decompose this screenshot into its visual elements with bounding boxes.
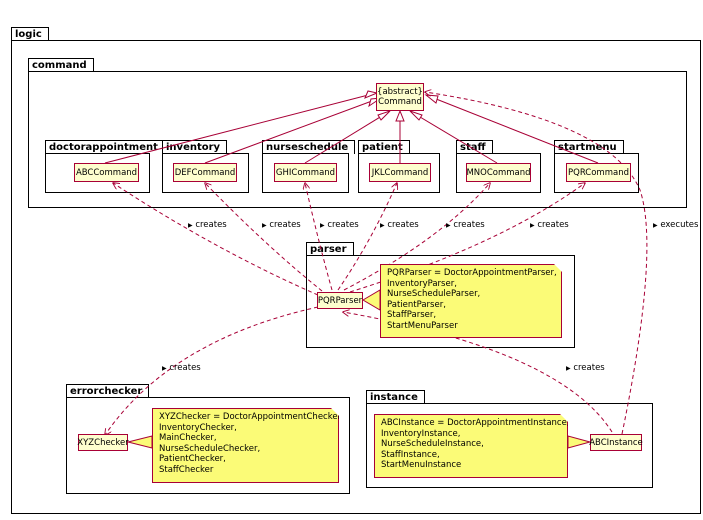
arrow-glyph-icon: ▶: [446, 222, 451, 229]
arrow-glyph-icon: ▶: [380, 222, 385, 229]
creates-label-jkl: ▶ creates: [380, 220, 419, 230]
creates-label-mno: ▶ creates: [446, 220, 485, 230]
dep-parser-jkl: [337, 183, 397, 291]
executes-label: ▶ executes: [653, 220, 699, 230]
note-anchor-parser: [362, 289, 381, 311]
dep-parser-pqr: [349, 183, 585, 293]
parser-note-line: InventoryParser,: [387, 278, 457, 289]
parser-note-line: PQRParser = DoctorAppointmentParser,: [387, 268, 557, 278]
package-patient-label: patient: [362, 142, 403, 153]
dep-parser-def: [205, 183, 323, 292]
instance-note-line: InventoryInstance,: [381, 428, 461, 439]
xyz-checker-class[interactable]: XYZChecker: [77, 434, 129, 451]
checker-note-line: NurseScheduleChecker,: [159, 443, 261, 454]
arrow-glyph-icon: ▶: [530, 222, 535, 229]
arrow-glyph-icon: ▶: [162, 365, 167, 372]
creates-label-parser: ▶ creates: [566, 363, 605, 373]
arrow-glyph-icon: ▶: [566, 365, 571, 372]
package-errorchecker-label: errorchecker: [70, 386, 143, 397]
abc-instance-class[interactable]: ABCInstance: [589, 434, 643, 451]
inherit-head-abc: [364, 90, 379, 99]
creates-label-pqr: ▶ creates: [530, 220, 569, 230]
package-command-label: command: [32, 60, 87, 71]
command-class-name: Command: [378, 97, 422, 107]
parser-note-line: NurseScheduleParser,: [387, 289, 481, 300]
creates-label-abc: ▶ creates: [188, 220, 227, 230]
jkl-command-class[interactable]: JKLCommand: [369, 163, 431, 182]
package-errorchecker-tab: errorchecker: [66, 384, 150, 398]
inherit-head-pqr: [424, 94, 439, 104]
instance-note-line: StaffInstance,: [381, 449, 440, 460]
package-startmenu-label: startmenu: [558, 142, 617, 153]
inherit-line-mno: [409, 110, 498, 164]
parser-note-line: PatientParser,: [387, 299, 446, 310]
checker-note-line: StaffChecker: [159, 464, 214, 475]
arrow-glyph-icon: ▶: [320, 222, 325, 229]
dep-parser-abc: [113, 183, 319, 296]
inherit-head-jkl: [395, 109, 405, 122]
dep-parser-ghi: [305, 183, 333, 291]
package-parser-label: parser: [310, 244, 347, 255]
package-nurseschedule-tab: nurseschedule: [262, 140, 356, 154]
dep-parser-mno: [343, 183, 490, 291]
package-instance-label: instance: [370, 392, 418, 403]
checker-note: XYZChecker = DoctorAppointmentChecker, I…: [152, 408, 339, 483]
inherit-line-pqr: [425, 94, 599, 164]
package-logic-tab: logic: [11, 27, 49, 41]
package-instance-tab: instance: [366, 390, 425, 404]
creates-label-def: ▶ creates: [262, 220, 301, 230]
instance-note-line: ABCInstance = DoctorAppointmentInstance,: [381, 418, 570, 428]
def-command-class[interactable]: DEFCommand: [173, 163, 237, 182]
creates-label-ghi: ▶ creates: [320, 220, 359, 230]
inherit-line-abc: [104, 92, 377, 164]
inherit-line-ghi: [304, 110, 391, 164]
dep-parser-checker: [105, 306, 319, 435]
parser-note-line: StaffParser,: [387, 310, 437, 321]
pqr-parser-class[interactable]: PQRParser: [317, 292, 363, 309]
package-nurseschedule-label: nurseschedule: [266, 142, 349, 153]
instance-note-line: NurseScheduleInstance,: [381, 439, 484, 450]
package-command-tab: command: [28, 58, 94, 72]
arrow-glyph-icon: ▶: [188, 222, 193, 229]
package-startmenu-tab: startmenu: [554, 140, 624, 154]
note-anchor-instance: [567, 435, 592, 449]
abc-command-class[interactable]: ABCCommand: [74, 163, 139, 182]
package-patient-tab: patient: [358, 140, 410, 154]
instance-note-line: StartMenuInstance: [381, 460, 462, 471]
instance-note: ABCInstance = DoctorAppointmentInstance,…: [374, 414, 568, 478]
mno-command-class[interactable]: MNOCommand: [466, 163, 531, 182]
dep-instance-command: [425, 92, 648, 435]
package-parser-tab: parser: [306, 242, 354, 256]
package-inventory-label: inventory: [166, 142, 221, 153]
checker-note-line: XYZChecker = DoctorAppointmentChecker,: [159, 412, 344, 422]
checker-note-line: MainChecker,: [159, 433, 217, 444]
package-doctorappointment-label: doctorappointment: [49, 142, 158, 153]
note-anchor-checker: [127, 435, 153, 449]
pqr-command-class[interactable]: PQRCommand: [566, 163, 631, 182]
command-class[interactable]: {abstract} Command: [376, 83, 424, 111]
package-logic-label: logic: [15, 29, 42, 40]
parser-note: PQRParser = DoctorAppointmentParser, Inv…: [380, 264, 562, 338]
arrow-glyph-icon: ▶: [262, 222, 267, 229]
arrow-glyph-icon: ▶: [653, 222, 658, 229]
command-stereotype: {abstract}: [377, 87, 423, 97]
checker-note-line: InventoryChecker,: [159, 422, 237, 433]
parser-note-line: StartMenuParser: [387, 320, 458, 331]
checker-note-line: PatientChecker,: [159, 454, 226, 465]
inherit-head-mno: [409, 110, 423, 121]
inherit-head-ghi: [377, 110, 391, 121]
inherit-line-def: [204, 97, 381, 164]
ghi-command-class[interactable]: GHICommand: [274, 163, 337, 182]
package-staff-label: staff: [460, 142, 486, 153]
creates-label-checker: ▶ creates: [162, 363, 201, 373]
package-inventory-tab: inventory: [162, 140, 228, 154]
